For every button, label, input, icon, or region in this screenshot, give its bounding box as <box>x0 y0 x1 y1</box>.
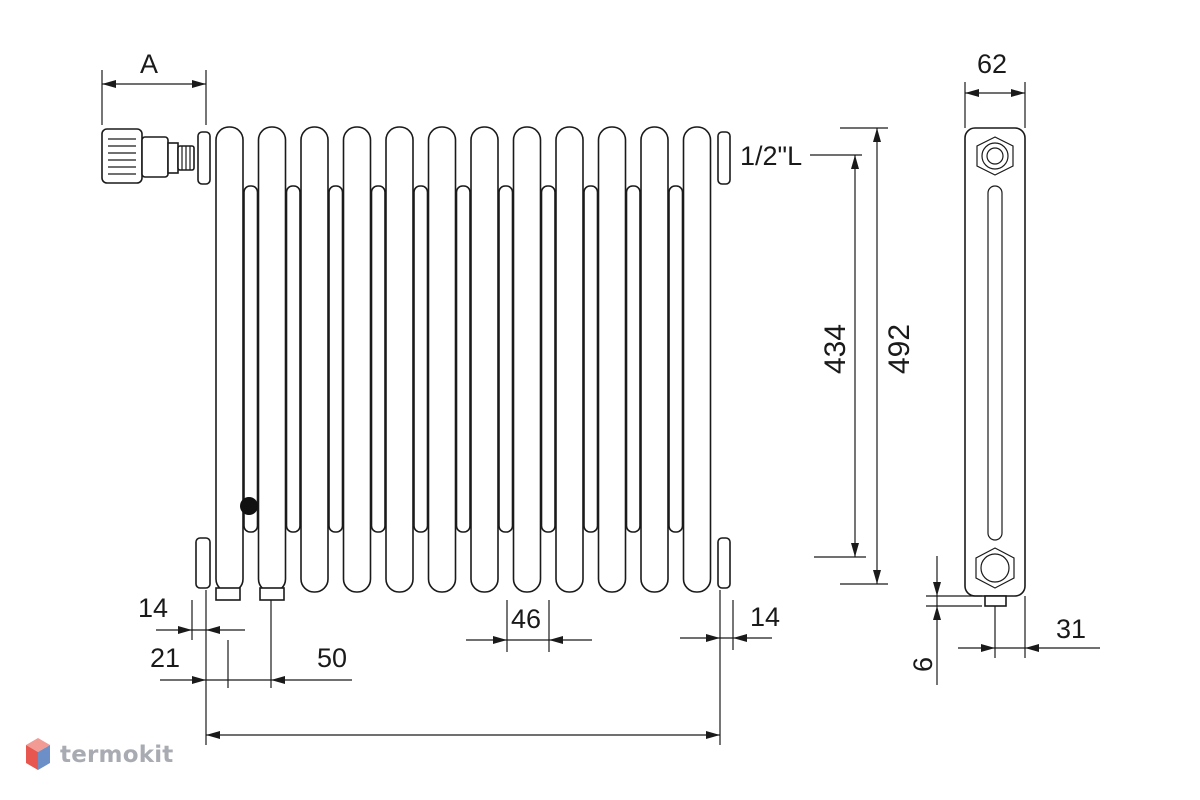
radiator-column <box>385 126 414 593</box>
label-side-31: 31 <box>1056 614 1086 644</box>
radiator-column <box>342 126 372 593</box>
radiator-back-tube <box>625 185 641 533</box>
label-section-height: 434 <box>819 324 852 374</box>
radiator-column <box>215 126 244 593</box>
label-edge-left: 14 <box>138 593 168 623</box>
radiator-column <box>555 126 584 593</box>
radiator-sections <box>215 126 712 593</box>
brand-name: termokit <box>60 742 174 768</box>
radiator-back-tube <box>668 185 684 533</box>
radiator-column <box>427 126 457 593</box>
radiator-column <box>682 126 712 593</box>
radiator-back-tube <box>370 185 386 533</box>
dimension-a: A <box>101 49 207 125</box>
top-right-plug <box>717 131 731 185</box>
label-spacing-50: 50 <box>317 643 347 673</box>
label-connection: 1/2"L <box>740 141 802 171</box>
dimension-heights: 434 492 <box>814 127 916 585</box>
radiator-column <box>512 126 542 593</box>
radiator-column <box>257 126 287 593</box>
radiator-back-tube <box>583 185 599 533</box>
bottom-pipe-2 <box>259 587 285 601</box>
label-edge-right: 14 <box>750 602 780 632</box>
radiator-back-tube <box>328 185 344 533</box>
cube-logo-icon <box>26 738 50 770</box>
brand: termokit <box>24 736 173 774</box>
bottom-right-plug <box>717 537 731 589</box>
label-depth: 62 <box>977 49 1007 79</box>
radiator-back-tube <box>540 185 556 533</box>
dimension-connection: 1/2"L <box>740 141 862 171</box>
label-a: A <box>140 49 158 79</box>
radiator-back-tube <box>455 185 471 533</box>
top-left-plug <box>197 131 211 185</box>
dimension-side: 62 6 31 <box>908 49 1100 685</box>
label-offset-21: 21 <box>150 643 180 673</box>
label-side-6: 6 <box>908 657 938 672</box>
radiator-back-tube <box>498 185 514 533</box>
radiator-back-tube <box>285 185 301 533</box>
radiator-back-tube <box>413 185 429 533</box>
dimension-bottom: 14 21 50 46 14 <box>138 590 780 745</box>
bottom-left-plug <box>195 537 211 589</box>
radiator-side-view <box>964 127 1026 607</box>
bottom-pipe-1 <box>215 587 241 601</box>
label-total-height: 492 <box>883 324 916 374</box>
radiator-column <box>470 126 499 593</box>
radiator-column <box>300 126 329 593</box>
thermostatic-valve <box>101 128 195 184</box>
air-vent-dot <box>240 497 258 515</box>
radiator-column <box>597 126 627 593</box>
radiator-front-view <box>195 126 731 601</box>
label-pitch: 46 <box>511 604 541 634</box>
radiator-back-tube <box>243 185 259 533</box>
radiator-column <box>640 126 669 593</box>
